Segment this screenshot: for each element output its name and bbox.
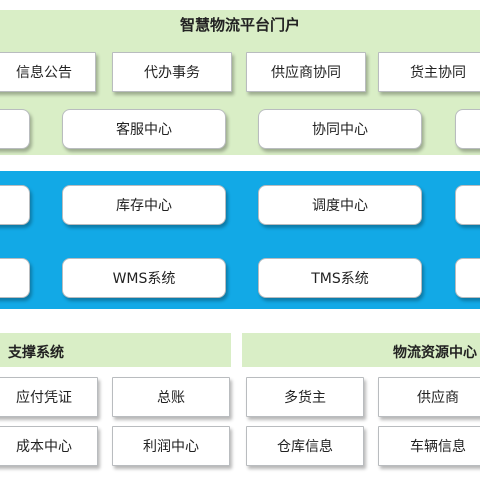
support-item-payable-voucher[interactable]: 应付凭证 [0,377,98,417]
resource-item-supplier[interactable]: 供应商 [378,377,480,417]
system-item-wms[interactable]: WMS系统 [62,258,226,298]
portal-item-notice[interactable]: 信息公告 [0,52,96,92]
service-item-customer-service[interactable]: 客服中心 [62,109,226,149]
support-item-profit-center[interactable]: 利润中心 [112,426,230,466]
system-item-tms[interactable]: TMS系统 [258,258,422,298]
system-item-right-partial[interactable] [455,258,480,298]
resource-title: 物流资源中心 [393,345,477,361]
portal-item-supplier-collab[interactable]: 供应商协同 [246,52,366,92]
service-item-collaboration[interactable]: 协同中心 [258,109,422,149]
resource-item-multi-shipper[interactable]: 多货主 [246,377,364,417]
center-item-right-partial[interactable] [455,185,480,225]
portal-item-shipper-collab[interactable]: 货主协同 [378,52,480,92]
support-item-general-ledger[interactable]: 总账 [112,377,230,417]
service-item-left-partial[interactable] [0,109,30,149]
system-item-left-partial[interactable] [0,258,30,298]
resource-band [242,333,480,367]
support-item-cost-center[interactable]: 成本中心 [0,426,98,466]
portal-title: 智慧物流平台门户 [179,16,300,34]
center-item-dispatch[interactable]: 调度中心 [258,185,422,225]
portal-item-todo[interactable]: 代办事务 [112,52,232,92]
resource-item-vehicle-info[interactable]: 车辆信息 [378,426,480,466]
center-item-inventory[interactable]: 库存中心 [62,185,226,225]
support-band [0,333,231,367]
center-item-left-partial[interactable] [0,185,30,225]
resource-item-warehouse-info[interactable]: 仓库信息 [246,426,364,466]
service-item-right-partial[interactable] [455,109,480,149]
support-title: 支撑系统 [8,345,64,361]
